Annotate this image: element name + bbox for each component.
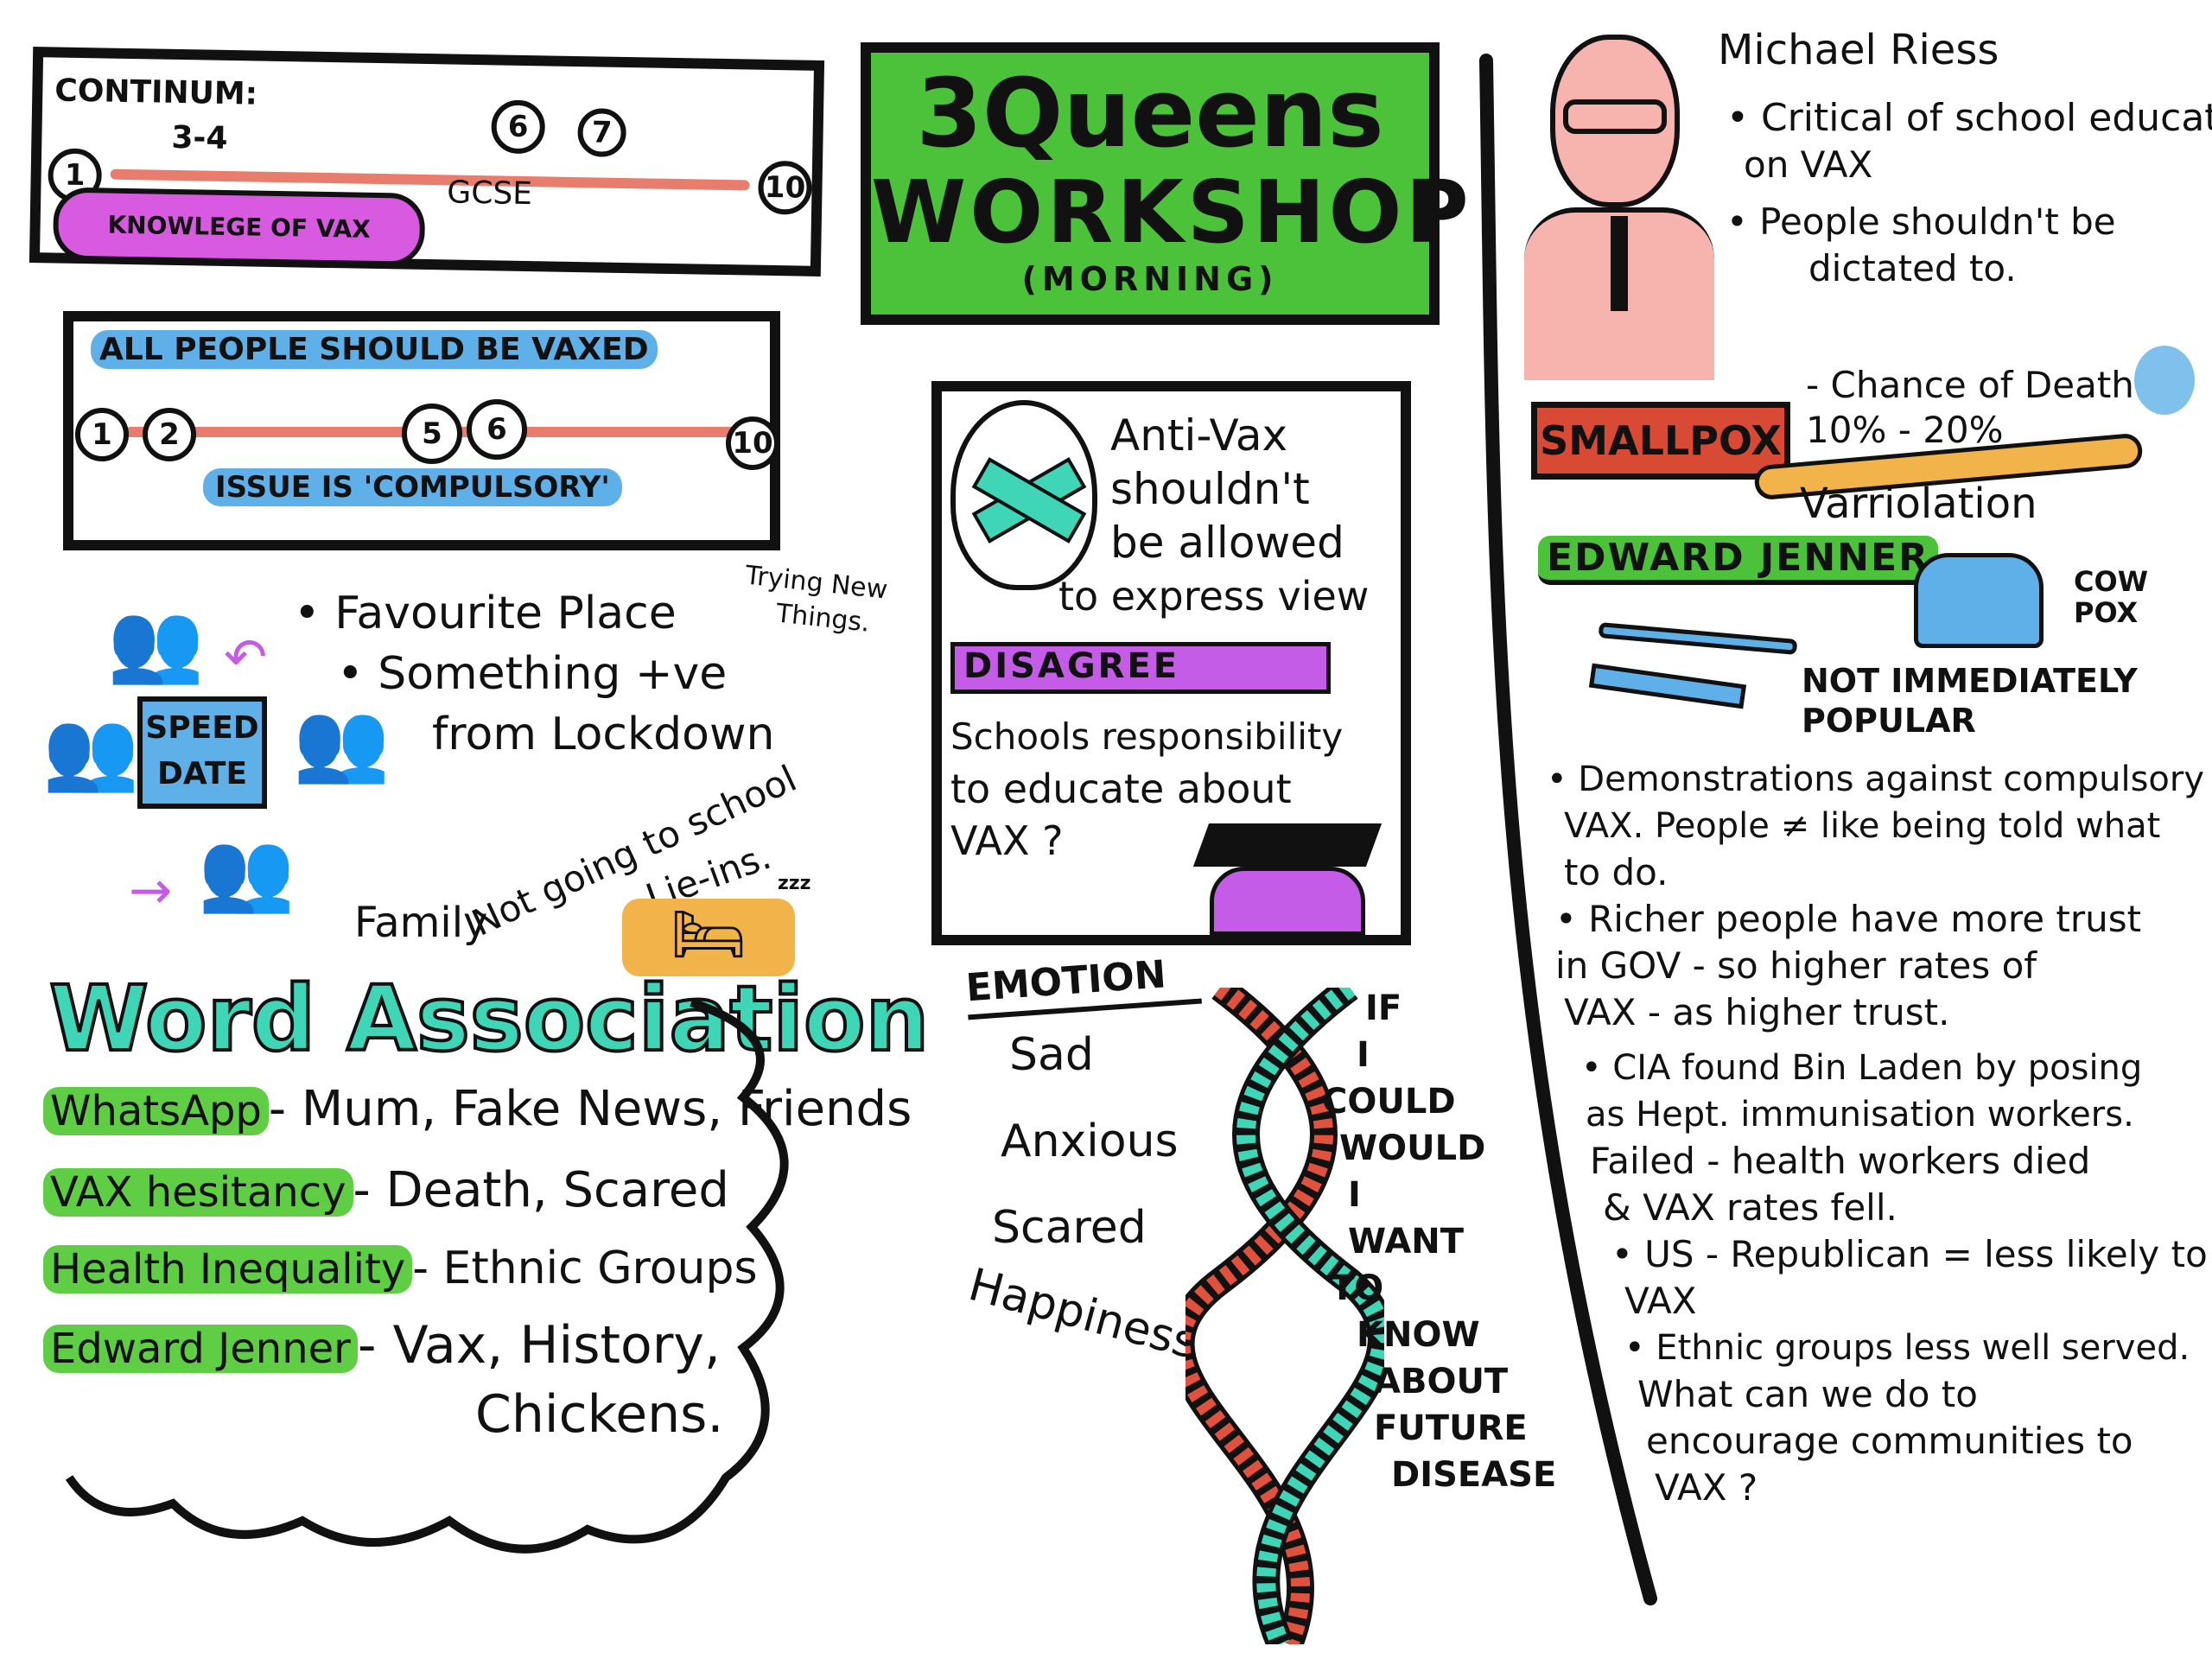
history-notes: • Demonstrations against compulsory VAX.…	[1547, 760, 2208, 1509]
continuum-box: CONTINUM: 1 3-4 6 7 10 GCSE KNOWLEGE OF …	[29, 47, 825, 276]
people-icon: 👥	[293, 696, 391, 787]
scale-point: 5	[402, 404, 462, 464]
disagree-label: DISAGREE	[950, 642, 1331, 694]
emotion-list: EMOTION Sad Anxious Scared Happiness	[963, 946, 1203, 1370]
arrow-icon: →	[129, 861, 173, 921]
scale-label: 3-4	[171, 119, 228, 156]
smallpox-label: SMALLPOX	[1531, 402, 1790, 480]
knowledge-cloud: KNOWLEGE OF VAX	[52, 187, 426, 267]
workshop-subtitle: WORKSHOP	[871, 162, 1472, 263]
scale-point: 6	[491, 99, 546, 155]
bed-icon: 🛏	[622, 899, 795, 976]
association-row: WhatsApp- Mum, Fake News, Friends	[43, 1084, 912, 1136]
vaxed-title: ALL PEOPLE SHOULD BE VAXED	[91, 330, 658, 369]
people-icon: 👥	[198, 826, 296, 917]
word-association-title: Word Association	[48, 964, 931, 1073]
nose-icon	[2134, 346, 2195, 415]
outcome-family: Family	[354, 899, 488, 947]
association-row: Health Inequality- Ethnic Groups	[43, 1243, 912, 1294]
antivax-box: Anti-Vax shouldn't be allowed to express…	[931, 381, 1411, 945]
scale-point: 10	[757, 160, 813, 215]
cow-icon	[1914, 553, 2044, 648]
michael-riess-portrait	[1524, 35, 1714, 380]
scale-point: 1	[75, 408, 129, 461]
workshop-title-box: 3Queens WORKSHOP (MORNING)	[861, 42, 1472, 325]
people-icon: 👥	[107, 597, 205, 688]
workshop-title: 3Queens	[916, 58, 1384, 168]
people-icon: 👥	[42, 705, 140, 796]
dna-helix-icon	[1185, 988, 1384, 1644]
scale-point: 10	[726, 416, 779, 470]
edward-jenner-label: EDWARD JENNER	[1538, 536, 1938, 585]
speaker-name: Michael Riess	[1718, 26, 1999, 74]
vaxed-box: ALL PEOPLE SHOULD BE VAXED 1 2 5 6 10 IS…	[63, 311, 780, 550]
graduate-icon	[1192, 823, 1382, 936]
gcse-label: GCSE	[447, 175, 533, 213]
scale-point: 7	[577, 108, 627, 158]
arrow-icon: ↶	[224, 627, 268, 688]
variolation-label: Varriolation	[1800, 480, 2037, 528]
issue-label: ISSUE IS 'COMPULSORY'	[203, 468, 622, 506]
association-row: Edward Jenner- Vax, History,	[43, 1319, 912, 1374]
zzz-label: zzz	[778, 873, 811, 894]
word-association-list: WhatsApp- Mum, Fake News, Friends VAX he…	[43, 1084, 912, 1440]
riess-points: • Critical of school education on VAX • …	[1726, 96, 2212, 289]
thought-cloud-outline	[65, 998, 789, 1554]
speed-date-list: • Favourite Place • Something +ve from L…	[294, 588, 775, 760]
association-row: VAX hesitancy- Death, Scared	[43, 1166, 912, 1217]
column-divider	[1479, 54, 1657, 1605]
future-disease-question: IF I COULD WOULD I WANT TO KNOW ABOUT FU…	[1322, 988, 1557, 1495]
workshop-time: (MORNING)	[1021, 260, 1279, 298]
scale-point: 6	[467, 399, 527, 460]
scale-point: 2	[143, 408, 196, 461]
gagged-face-icon	[950, 400, 1097, 590]
continuum-title: CONTINUM:	[54, 73, 258, 112]
